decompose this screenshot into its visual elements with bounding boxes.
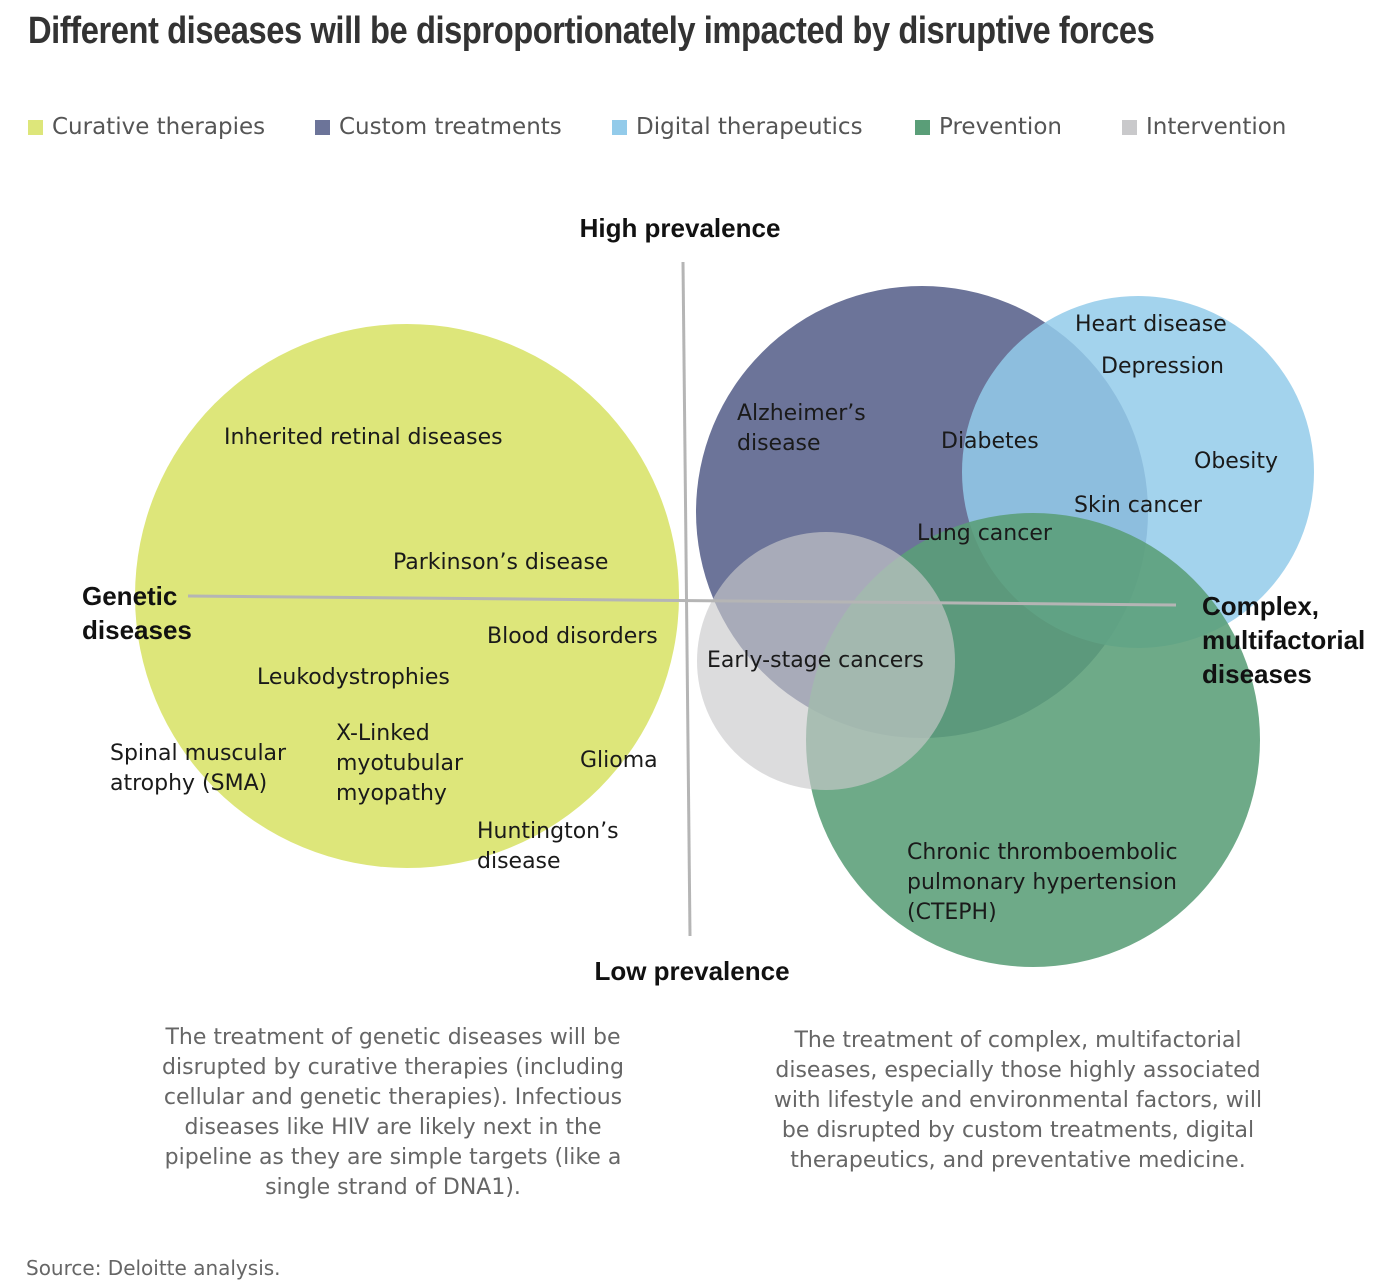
disease-label: Heart disease <box>1075 312 1227 337</box>
legend-swatch <box>1122 119 1137 135</box>
disease-label: Alzheimer’s disease <box>737 401 873 456</box>
page-title: Different diseases will be disproportion… <box>28 10 1155 52</box>
disease-label: Spinal muscular atrophy (SMA) <box>110 741 293 796</box>
legend-item-custom: Custom treatments <box>315 114 562 140</box>
legend-label: Intervention <box>1146 114 1287 140</box>
legend-swatch <box>915 119 930 135</box>
source-note: Source: Deloitte analysis. <box>26 1256 281 1280</box>
legend-item-intervention: Intervention <box>1122 114 1286 140</box>
disease-label: Blood disorders <box>487 624 658 649</box>
axis-label-low-prevalence: Low prevalence <box>594 956 789 986</box>
disease-label: Obesity <box>1194 449 1278 474</box>
legend-label: Custom treatments <box>339 114 562 140</box>
disease-venn-diagram: High prevalence Low prevalence Genetic d… <box>82 213 1372 986</box>
legend-label: Curative therapies <box>52 114 266 140</box>
prevalence-axis <box>681 261 692 937</box>
disease-label: Depression <box>1101 354 1224 379</box>
note-genetic: The treatment of genetic diseases will b… <box>162 1025 624 1200</box>
intervention-circle <box>697 532 955 790</box>
axis-label-complex: Complex, multifactorial diseases <box>1202 591 1372 689</box>
disease-label: Leukodystrophies <box>257 665 450 690</box>
disease-label: Inherited retinal diseases <box>224 425 503 450</box>
disease-label: Early-stage cancers <box>707 648 924 673</box>
legend-swatch <box>28 119 43 135</box>
note-complex: The treatment of complex, multifactorial… <box>773 1028 1263 1173</box>
legend-label: Prevention <box>939 114 1062 140</box>
legend-swatch <box>612 119 627 135</box>
disease-label: Glioma <box>580 748 658 773</box>
legend-swatch <box>315 119 330 135</box>
axis-label-genetic: Genetic diseases <box>82 581 192 645</box>
legend-item-prevention: Prevention <box>915 114 1062 140</box>
axis-label-high-prevalence: High prevalence <box>580 213 781 243</box>
disease-label: Skin cancer <box>1074 493 1203 518</box>
disease-label: Parkinson’s disease <box>393 550 608 575</box>
disease-label: Lung cancer <box>917 521 1053 546</box>
disease-label: X-Linked myotubular myopathy <box>336 721 470 806</box>
disease-label: Diabetes <box>941 429 1039 454</box>
legend: Curative therapies Custom treatments Dig… <box>28 114 1358 144</box>
disease-label: Chronic thromboembolic pulmonary hyperte… <box>907 840 1185 925</box>
legend-item-digital: Digital therapeutics <box>612 114 863 140</box>
disease-label: Huntington’s disease <box>477 819 626 874</box>
legend-label: Digital therapeutics <box>636 114 863 140</box>
disease-type-axis <box>187 594 1177 607</box>
legend-item-curative: Curative therapies <box>28 114 265 140</box>
curative-therapies-circle <box>135 324 679 868</box>
